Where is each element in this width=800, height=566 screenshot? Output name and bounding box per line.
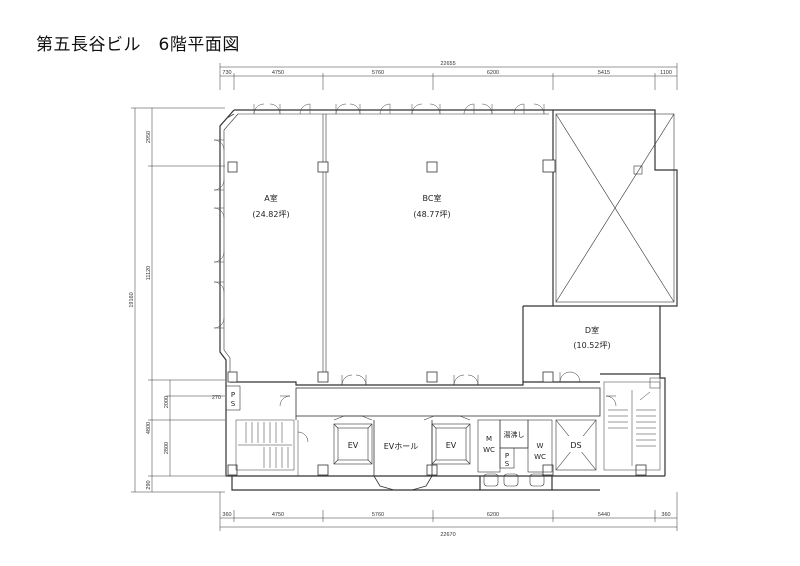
dim-top-seg-4: 6200 bbox=[487, 70, 499, 76]
dim-left-seg-2: 11120 bbox=[146, 266, 152, 280]
ev-hall-label: EVホール bbox=[384, 442, 419, 451]
top-dimensions bbox=[219, 63, 678, 90]
wwc-wc: WC bbox=[534, 453, 546, 461]
corridor bbox=[279, 371, 617, 420]
elevator-1 bbox=[333, 415, 373, 465]
page-title: 第五長谷ビル 6階平面図 bbox=[36, 35, 240, 55]
dim-top-seg-6: 1100 bbox=[660, 70, 672, 76]
dim-bottom-seg-4: 6200 bbox=[487, 512, 499, 518]
left-dimensions bbox=[131, 107, 225, 493]
ps-right-s: S bbox=[505, 460, 510, 468]
building-walls bbox=[219, 109, 678, 491]
room-bc-name: BC室 bbox=[423, 193, 442, 203]
dim-bottom-seg-1: 360 bbox=[222, 512, 231, 518]
ds-shaft bbox=[555, 419, 597, 471]
room-a-name: A室 bbox=[264, 193, 277, 203]
dim-left-seg-5: 290 bbox=[146, 480, 152, 489]
stairs-right bbox=[603, 377, 661, 471]
dim-top-seg-5: 5415 bbox=[598, 70, 610, 76]
room-a-area: (24.82坪) bbox=[252, 210, 289, 219]
ev-hall-bay bbox=[373, 420, 433, 491]
dim-bottom-seg-2: 4750 bbox=[272, 512, 284, 518]
dim-left-total: 19160 bbox=[129, 292, 135, 307]
stairs-left bbox=[235, 419, 309, 476]
dim-bottom-seg-5: 5440 bbox=[598, 512, 610, 518]
dim-left-seg-3: 2000 bbox=[164, 396, 170, 408]
mwc-wc: WC bbox=[483, 446, 495, 454]
mwc-m: M bbox=[486, 435, 492, 443]
ps-shaft-left bbox=[225, 385, 241, 411]
window-swings bbox=[213, 103, 545, 329]
dim-left-seg-1: 2950 bbox=[146, 131, 152, 143]
dim-top-total: 22655 bbox=[440, 61, 455, 67]
elevator-2 bbox=[423, 415, 471, 465]
elevator-1-label: EV bbox=[348, 441, 359, 450]
bottom-dimensions bbox=[219, 492, 678, 531]
restroom-block bbox=[477, 419, 553, 487]
void-shaft bbox=[555, 113, 675, 303]
kitchen-label: 湯沸し bbox=[504, 430, 525, 439]
room-bc-area: (48.77坪) bbox=[413, 210, 450, 219]
dim-left-core: 4800 bbox=[146, 422, 152, 434]
ps-left-p: P bbox=[231, 391, 235, 399]
dim-top-seg-2: 4750 bbox=[272, 70, 284, 76]
room-d-name: D室 bbox=[585, 325, 599, 335]
dim-bottom-seg-6: 360 bbox=[661, 512, 670, 518]
dim-left-seg-4: 2800 bbox=[164, 442, 170, 454]
dim-ps-small: 270 bbox=[212, 395, 221, 401]
room-d-area: (10.52坪) bbox=[573, 341, 610, 350]
ds-label: DS bbox=[570, 441, 581, 450]
dim-bottom-total: 22670 bbox=[440, 532, 455, 538]
ps-right-p: P bbox=[505, 452, 509, 460]
elevator-2-label: EV bbox=[446, 441, 457, 450]
ps-left-s: S bbox=[231, 400, 236, 408]
dim-bottom-seg-3: 5760 bbox=[372, 512, 384, 518]
dim-top-seg-3: 5760 bbox=[372, 70, 384, 76]
wwc-w: W bbox=[537, 442, 544, 450]
dim-top-seg-1: 730 bbox=[222, 70, 231, 76]
